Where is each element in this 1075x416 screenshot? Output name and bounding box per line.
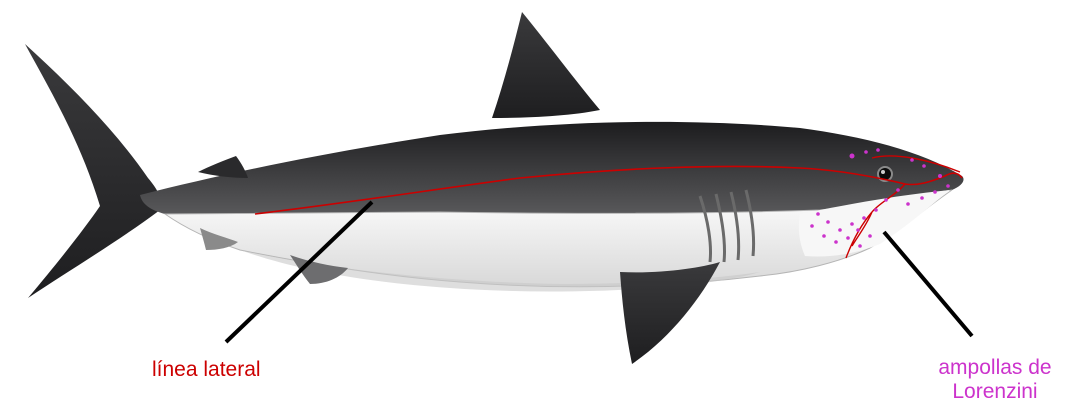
pectoral-fin [620,262,720,364]
lateral-line-label: línea lateral [152,358,261,382]
ampullae-label: ampollas de Lorenzini [922,356,1068,404]
ampullae-label-line1: ampollas de [922,356,1068,380]
caudal-fin [25,44,161,298]
ampullae-label-line2: Lorenzini [922,380,1068,404]
second-dorsal-fin [198,156,248,178]
shark-body-dark [140,122,964,216]
ampullae-leader [884,232,972,336]
dorsal-fin [492,12,600,118]
